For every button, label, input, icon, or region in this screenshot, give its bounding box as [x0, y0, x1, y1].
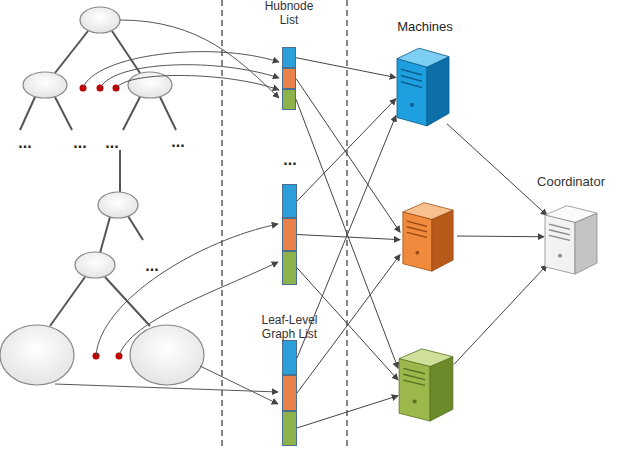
- server-face: [399, 359, 430, 421]
- drive-slot: [407, 221, 427, 226]
- drive-slot: [403, 380, 425, 385]
- dashed-separator: [221, 0, 222, 449]
- server-face: [397, 48, 449, 67]
- server-face: [432, 210, 453, 271]
- server-icon: [395, 345, 457, 423]
- server-node: [399, 199, 457, 273]
- assignment-arrow: [296, 58, 396, 78]
- drive-slot: [403, 368, 425, 373]
- tree-node: [98, 192, 138, 218]
- server-face: [545, 215, 575, 274]
- drive-slot: [401, 82, 422, 88]
- drive-slot: [549, 235, 570, 240]
- tree-edge: [50, 277, 85, 326]
- power-button: [558, 254, 562, 258]
- drive-slot: [403, 374, 425, 379]
- tree-edge: [100, 217, 110, 253]
- leaf-graph: [130, 325, 204, 385]
- tree-node: [80, 7, 120, 33]
- tree-edge: [123, 97, 140, 130]
- server-icon: [393, 44, 453, 128]
- tree-nodes: [0, 7, 204, 385]
- assignment-arrow: [447, 124, 547, 216]
- tree-edge: [20, 97, 35, 130]
- node-label: Hubnode List: [254, 0, 324, 27]
- assignment-arrow: [297, 396, 398, 428]
- list-segment: [282, 47, 296, 68]
- tree-edge: [112, 31, 140, 73]
- mapping-arrow: [96, 224, 278, 356]
- server-face: [397, 59, 427, 126]
- mapping-arrows: [55, 20, 279, 404]
- list-segment: [282, 184, 297, 218]
- server-face: [403, 212, 432, 271]
- list-segment: [282, 89, 296, 110]
- column-heading: Machines: [397, 19, 453, 34]
- tree-edge: [55, 97, 72, 130]
- list-segment: [282, 218, 297, 252]
- server-face: [427, 57, 449, 126]
- assignment-arrow: [297, 99, 396, 202]
- partition-list: Leaf-Level Graph List: [282, 340, 297, 446]
- tree-node: [75, 252, 115, 278]
- tree-edges: [20, 31, 176, 326]
- list-segment: [282, 251, 297, 285]
- partition-list: Hubnode List: [282, 47, 296, 110]
- drive-slot: [401, 76, 422, 82]
- tree-node: [23, 72, 67, 98]
- server-node: [395, 345, 457, 423]
- ellipsis-mark: ...: [283, 151, 296, 169]
- node-label: Leaf-Level Graph List: [255, 313, 325, 341]
- drive-slot: [407, 232, 427, 237]
- assignment-arrow: [454, 265, 547, 365]
- drive-slot: [407, 227, 427, 232]
- dashed-separator: [346, 0, 347, 449]
- mapping-arrow: [100, 65, 279, 88]
- list-segment: [282, 340, 297, 375]
- assignment-arrow: [457, 236, 544, 238]
- list-segment: [282, 68, 296, 89]
- ellipsis-mark: ...: [105, 134, 118, 152]
- server-node: [393, 44, 453, 128]
- server-face: [403, 203, 453, 220]
- ellipsis-mark: ...: [73, 134, 86, 152]
- tree-edge: [119, 150, 121, 192]
- power-button: [415, 251, 419, 255]
- server-node: Coordinator: [541, 202, 601, 276]
- server-face: [399, 349, 453, 367]
- tree-edge: [128, 216, 143, 240]
- ellipsis-mark: ...: [145, 257, 158, 275]
- hub-nodes: [80, 85, 123, 360]
- assignment-arrow: [297, 235, 400, 240]
- drive-slot: [401, 69, 422, 75]
- power-button: [410, 103, 414, 107]
- ellipsis-mark: ...: [18, 134, 31, 152]
- power-button: [413, 400, 417, 404]
- server-icon: [399, 199, 457, 273]
- server-face: [430, 357, 453, 421]
- list-segment: [282, 411, 297, 446]
- drive-slot: [549, 224, 570, 229]
- tree-edge: [160, 97, 176, 130]
- server-icon: [541, 202, 601, 276]
- server-face: [575, 213, 597, 274]
- assignment-arrow: [296, 79, 400, 233]
- partition-list: [282, 184, 297, 285]
- drive-slot: [549, 230, 570, 235]
- list-segment: [282, 375, 297, 410]
- mapping-arrow: [116, 75, 279, 90]
- ellipsis-mark: ...: [171, 133, 184, 151]
- leaf-graph: [0, 325, 74, 385]
- mapping-arrow: [200, 366, 278, 404]
- server-face: [545, 206, 597, 223]
- node-label: Coordinator: [521, 175, 621, 189]
- tree-edge: [55, 31, 88, 73]
- mapping-arrow: [119, 262, 278, 356]
- mapping-arrow: [120, 20, 279, 98]
